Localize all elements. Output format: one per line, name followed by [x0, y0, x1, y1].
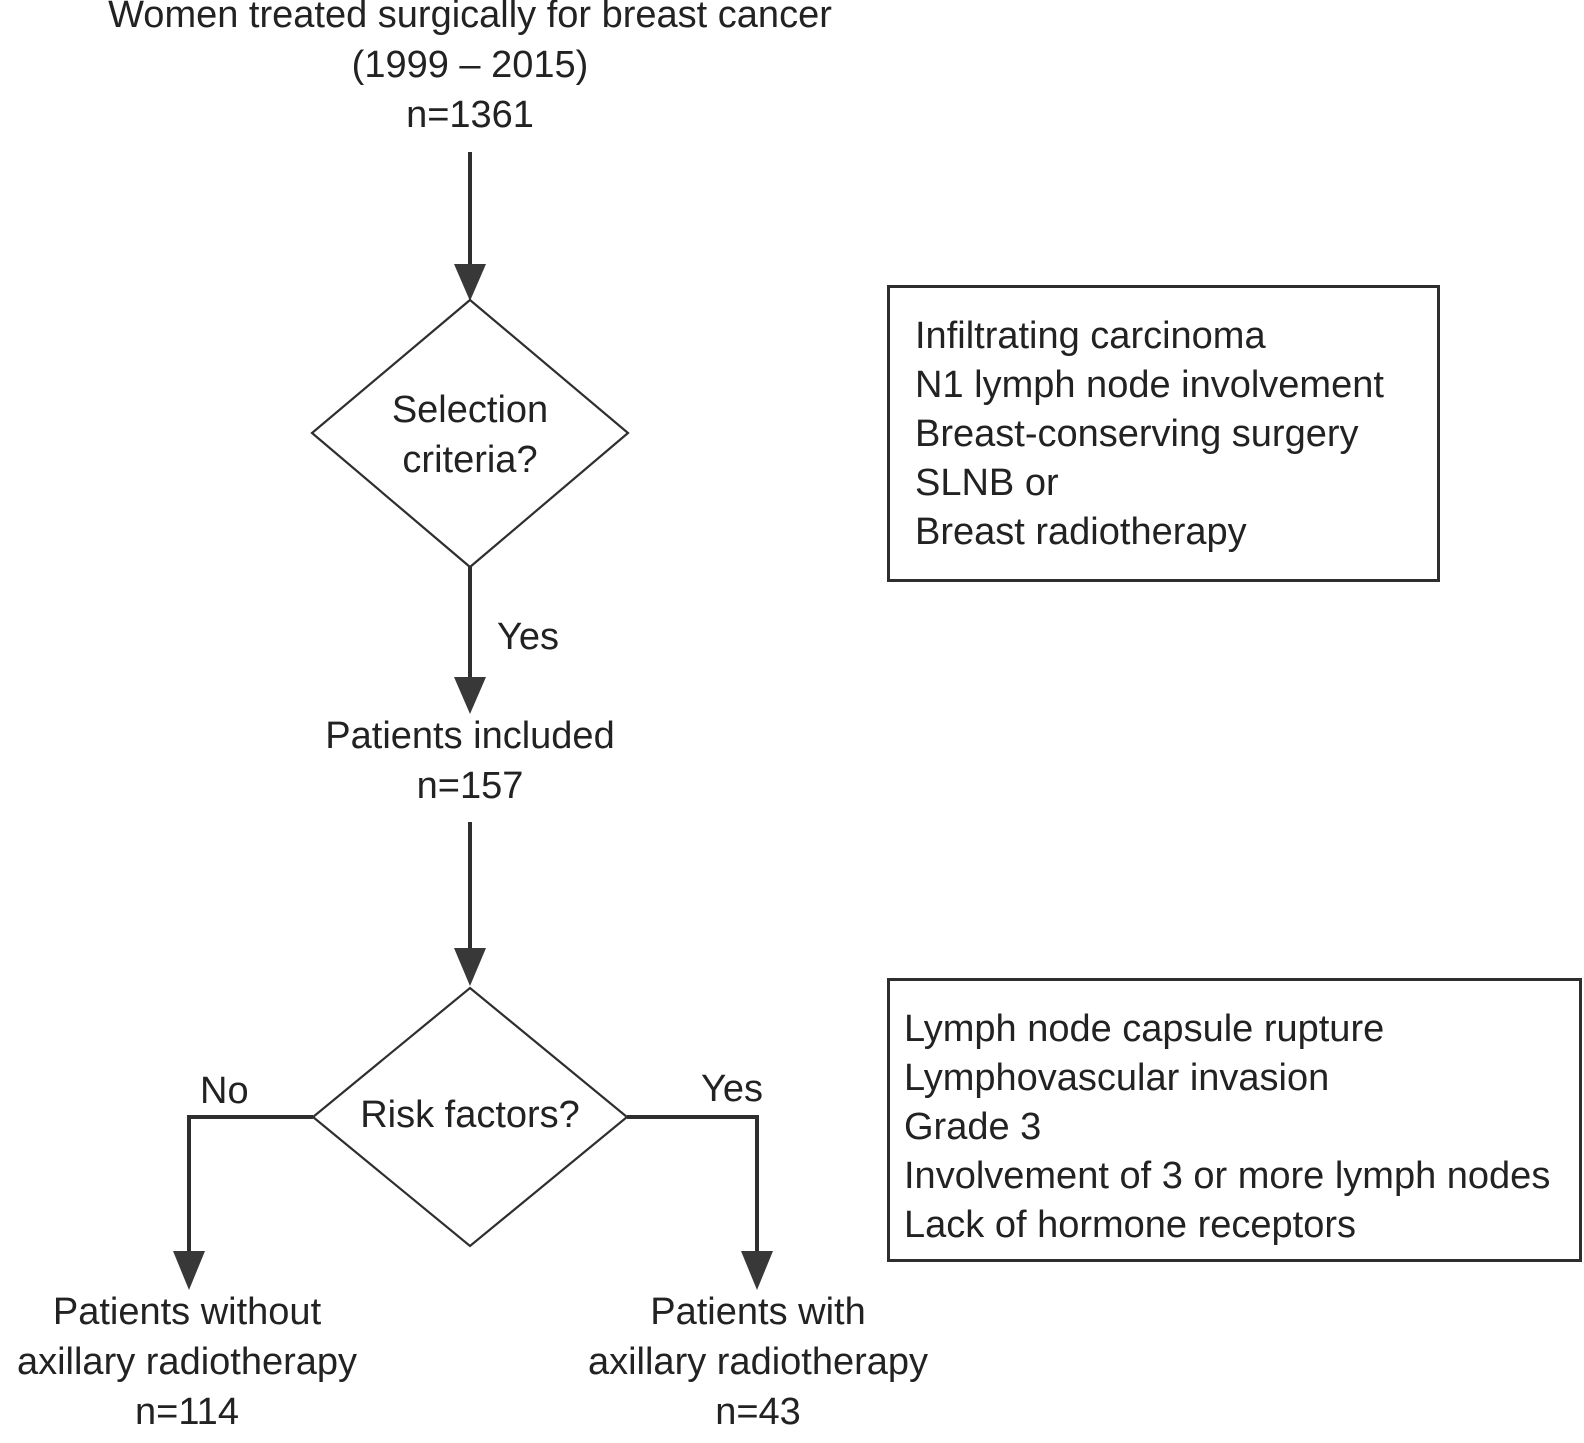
- outcome-without-line2: axillary radiotherapy: [16, 1341, 358, 1383]
- risk-item: Lymphovascular invasion: [904, 1057, 1330, 1099]
- decision-diamond-risk: [311, 986, 629, 1248]
- criteria-item: Breast-conserving surgery: [915, 413, 1359, 455]
- patients-included-line1: Patients included: [325, 715, 615, 757]
- edge-label-selection-yes: Yes: [497, 616, 559, 658]
- outcome-with-radiotherapy-node: Patients with axillary radiotherapy n=43: [558, 1287, 958, 1437]
- arrowhead-outcome-no: [173, 1251, 205, 1290]
- arrowhead-included: [454, 677, 486, 714]
- arrowhead-decision2: [454, 948, 486, 986]
- arrowhead-outcome-yes: [741, 1251, 773, 1290]
- decision-selection-line1: Selection: [391, 389, 549, 431]
- start-node: Women treated surgically for breast canc…: [70, 0, 870, 140]
- outcome-with-line2: axillary radiotherapy: [587, 1341, 929, 1383]
- outcome-without-line1: Patients without: [52, 1291, 322, 1333]
- criteria-item: N1 lymph node involvement: [915, 364, 1384, 406]
- arrowhead-decision1: [454, 264, 486, 301]
- outcome-with-line3: n=43: [715, 1391, 801, 1433]
- edge-label-risk-yes: Yes: [701, 1068, 763, 1110]
- risk-item: Involvement of 3 or more lymph nodes: [904, 1155, 1551, 1197]
- start-node-line3: n=1361: [406, 94, 534, 136]
- decision-selection-line2: criteria?: [402, 439, 538, 481]
- patients-included-line2: n=157: [416, 765, 524, 807]
- criteria-item: Infiltrating carcinoma: [915, 315, 1266, 357]
- risk-factors-note-box: Lymph node capsule rupture Lymphovascula…: [887, 978, 1582, 1262]
- criteria-item: Breast radiotherapy: [915, 511, 1247, 553]
- risk-item: Lymph node capsule rupture: [904, 1008, 1385, 1050]
- outcome-with-line1: Patients with: [650, 1291, 866, 1333]
- outcome-without-radiotherapy-node: Patients without axillary radiotherapy n…: [0, 1287, 387, 1437]
- decision-risk-label: Risk factors?: [360, 1094, 580, 1136]
- criteria-item: SLNB or: [915, 462, 1059, 504]
- patients-included-node: Patients included n=157: [270, 711, 670, 811]
- risk-item: Lack of hormone receptors: [904, 1204, 1357, 1246]
- edge-risk-no-branch: [187, 1115, 313, 1255]
- edge-risk-yes-branch: [627, 1115, 759, 1255]
- start-node-line1: Women treated surgically for breast canc…: [108, 0, 832, 36]
- edge-label-risk-no: No: [200, 1070, 249, 1112]
- selection-criteria-note-box: Infiltrating carcinoma N1 lymph node inv…: [887, 285, 1440, 582]
- start-node-line2: (1999 – 2015): [351, 44, 589, 86]
- risk-item: Grade 3: [904, 1106, 1042, 1148]
- outcome-without-line3: n=114: [135, 1391, 239, 1433]
- decision-selection-label: Selection criteria?: [320, 385, 620, 485]
